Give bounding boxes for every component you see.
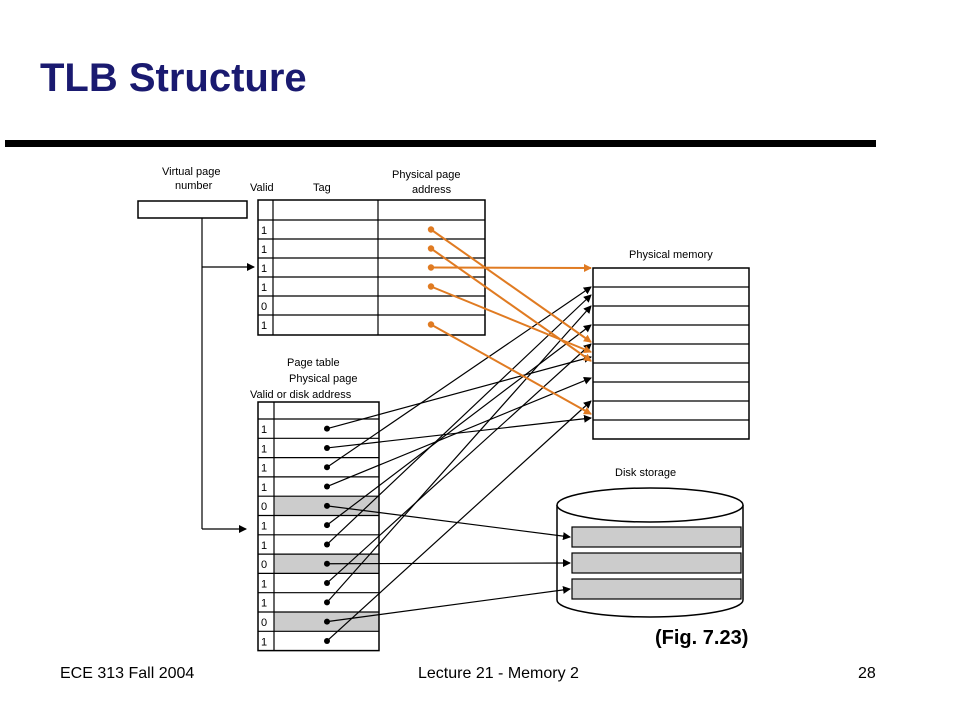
tlb-valid-bit: 1: [261, 263, 267, 275]
tlb-valid-bit: 1: [261, 282, 267, 294]
page-table-physical-page-header: Physical page: [289, 373, 358, 385]
page-table-valid-bit: 0: [261, 617, 267, 629]
page-table-pointer-arrow: [326, 286, 592, 468]
page-table-label: Page table: [287, 357, 340, 369]
page-table: 1 1 1 1 0 1 1 0 1 1 0 1: [257, 401, 380, 652]
physical-memory-block: [592, 267, 750, 440]
tlb-tag-header: Tag: [313, 182, 331, 194]
page-table-pointer-arrow: [326, 324, 592, 526]
page-table-valid-bit: 1: [261, 482, 267, 494]
footer-page-number: 28: [858, 665, 876, 682]
tlb-pointer-arrow: [430, 263, 592, 272]
tlb-pointer-arrow: [430, 285, 592, 354]
disk-block-1: [571, 526, 742, 548]
page-table-pointer-arrow: [326, 559, 571, 568]
virtual-page-number-label-line1: Virtual page: [162, 166, 221, 178]
disk-storage-cylinder: [556, 487, 744, 618]
page-table-pointer-arrows: [324, 286, 592, 644]
page-table-pointer-arrow: [326, 294, 592, 545]
page-table-valid-bit: 1: [261, 540, 267, 552]
disk-block-2: [571, 552, 742, 574]
tlb-pointer-arrows: [427, 226, 592, 415]
page-table-valid-bit: 1: [261, 578, 267, 590]
footer-lecture: Lecture 21 - Memory 2: [418, 665, 579, 682]
page-table-valid-or-disk-header: Valid or disk address: [250, 389, 352, 401]
page-table-pointer-arrow: [326, 343, 592, 584]
footer-course: ECE 313 Fall 2004: [60, 665, 195, 682]
page-table-valid-bit: 1: [261, 463, 267, 475]
figure-reference: (Fig. 7.23): [655, 627, 749, 649]
page-table-valid-bit: 1: [261, 636, 267, 648]
page-table-pointer-arrow: [326, 376, 592, 488]
page-table-valid-bit: 1: [261, 521, 267, 533]
tlb-valid-bit: 0: [261, 301, 267, 313]
page-table-valid-bit: 1: [261, 598, 267, 610]
page-table-valid-bit: 1: [261, 443, 267, 455]
tlb-physical-page-address-header-line2: address: [412, 184, 452, 196]
page-table-pointer-arrow: [326, 414, 592, 449]
page-table-pointer-arrow: [326, 305, 592, 603]
page-table-valid-bit: 0: [261, 501, 267, 513]
virtual-page-number-box: [137, 200, 248, 219]
page-table-pointer-arrow: [326, 505, 571, 541]
disk-block-3: [571, 578, 742, 600]
page-table-pointer-arrow: [326, 354, 592, 430]
tlb-valid-bit: 1: [261, 320, 267, 332]
tlb-valid-bit: 1: [261, 244, 267, 256]
page-table-valid-bit: 1: [261, 424, 267, 436]
disk-storage-label: Disk storage: [615, 467, 676, 479]
tlb-pointer-arrow: [430, 323, 592, 415]
slide-title: TLB Structure: [40, 56, 307, 100]
virtual-page-number-label-line2: number: [175, 180, 213, 192]
tlb-valid-header: Valid: [250, 182, 274, 194]
physical-memory-label: Physical memory: [629, 249, 713, 261]
tlb-pointer-arrow: [430, 228, 592, 343]
tlb-physical-page-address-header-line1: Physical page: [392, 169, 461, 181]
page-table-valid-bit: 0: [261, 559, 267, 571]
title-divider: [5, 140, 876, 147]
page-table-pointer-arrow: [326, 400, 592, 642]
tlb-valid-bit: 1: [261, 225, 267, 237]
page-table-pointer-arrow: [326, 585, 571, 623]
